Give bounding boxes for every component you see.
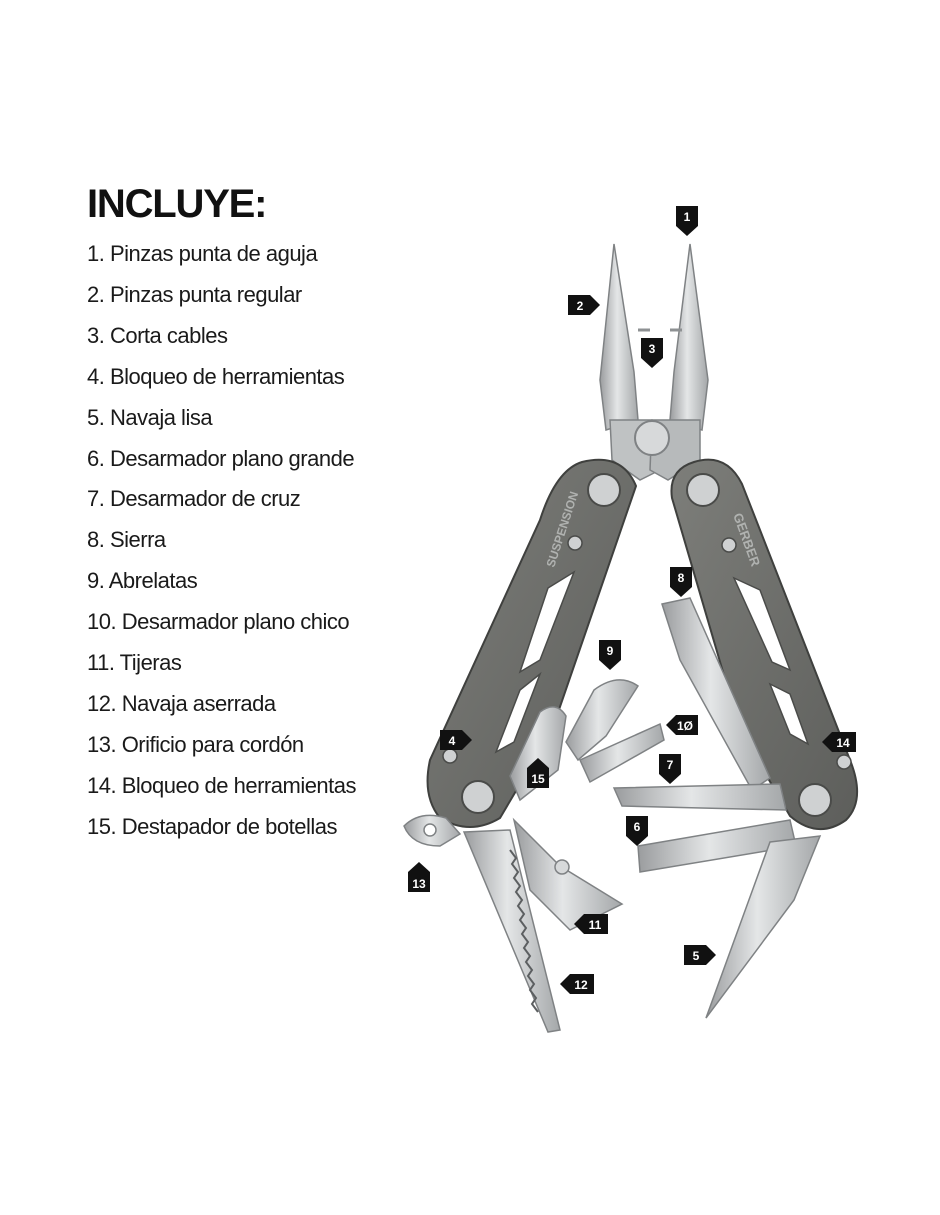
feature-item: 14. Bloqueo de herramientas bbox=[87, 772, 357, 798]
callout-number: 14 bbox=[836, 736, 850, 750]
callout-number: 11 bbox=[589, 918, 602, 932]
callout-15: 15 bbox=[527, 758, 549, 788]
callout-10: 1Ø bbox=[666, 715, 698, 735]
right-handle: GERBER bbox=[670, 458, 859, 831]
phillips-screwdriver bbox=[612, 783, 787, 811]
bottle-opener bbox=[509, 706, 567, 802]
feature-item: 8. Sierra bbox=[87, 527, 166, 553]
feature-list: 1. Pinzas punta de aguja 2. Pinzas punta… bbox=[87, 234, 357, 848]
can-opener bbox=[565, 679, 640, 762]
page-title: INCLUYE: bbox=[87, 182, 267, 226]
callout-1: 1 bbox=[676, 206, 698, 236]
feature-item: 9. Abrelatas bbox=[87, 568, 198, 594]
callout-number: 3 bbox=[649, 342, 656, 356]
feature-item: 6. Desarmador plano grande bbox=[87, 445, 355, 471]
needle-nose-pliers bbox=[599, 243, 709, 481]
callout-4: 4 bbox=[440, 730, 472, 750]
feature-item: 2. Pinzas punta regular bbox=[87, 281, 302, 307]
feature-item: 3. Corta cables bbox=[87, 322, 228, 348]
callout-9: 9 bbox=[599, 640, 621, 670]
feature-item: 5. Navaja lisa bbox=[87, 404, 213, 430]
callout-13: 13 bbox=[408, 862, 430, 892]
callout-7: 7 bbox=[659, 754, 681, 784]
feature-item: 7. Desarmador de cruz bbox=[87, 486, 301, 512]
callout-number: 4 bbox=[449, 734, 456, 748]
multitool-diagram: SUSPENSION GERBER 1 2 3 4 bbox=[403, 206, 859, 1033]
callout-12: 12 bbox=[560, 974, 594, 994]
feature-item: 4. Bloqueo de herramientas bbox=[87, 363, 345, 389]
callout-number: 1Ø bbox=[677, 719, 693, 733]
callout-14: 14 bbox=[822, 732, 856, 752]
callout-number: 9 bbox=[607, 644, 614, 658]
feature-item: 10. Desarmador plano chico bbox=[87, 609, 350, 635]
callout-number: 13 bbox=[412, 877, 426, 891]
callout-number: 8 bbox=[678, 571, 685, 585]
feature-item: 15. Destapador de botellas bbox=[87, 813, 337, 839]
callout-6: 6 bbox=[626, 816, 648, 846]
callout-8: 8 bbox=[670, 567, 692, 597]
callout-number: 12 bbox=[574, 978, 588, 992]
feature-item: 1. Pinzas punta de aguja bbox=[87, 241, 318, 266]
callout-number: 1 bbox=[684, 210, 691, 224]
feature-item: 11. Tijeras bbox=[87, 650, 182, 676]
callout-3: 3 bbox=[641, 338, 663, 368]
left-handle: SUSPENSION bbox=[426, 458, 638, 828]
plain-blade bbox=[705, 835, 822, 1019]
callout-number: 15 bbox=[531, 772, 545, 786]
feature-item: 13. Orificio para cordón bbox=[87, 731, 304, 757]
serrated-blade bbox=[462, 829, 561, 1033]
callout-number: 6 bbox=[634, 820, 641, 834]
small-flat-screwdriver bbox=[579, 722, 665, 784]
callout-11: 11 bbox=[574, 914, 608, 934]
callout-number: 2 bbox=[577, 299, 584, 313]
callout-5: 5 bbox=[684, 945, 716, 965]
callout-2: 2 bbox=[568, 295, 600, 315]
callout-number: 7 bbox=[667, 758, 674, 772]
feature-item: 12. Navaja aserrada bbox=[87, 690, 276, 716]
callout-number: 5 bbox=[693, 949, 700, 963]
